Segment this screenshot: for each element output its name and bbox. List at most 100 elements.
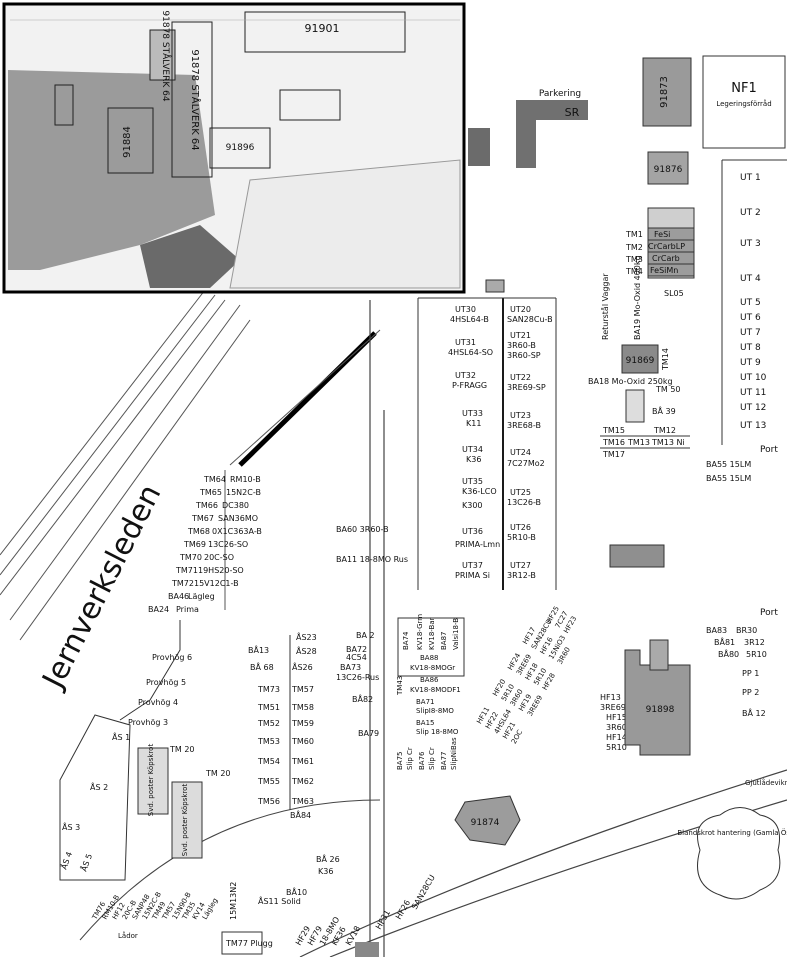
- ut34: UT34: [462, 445, 483, 454]
- ut26: UT26: [510, 523, 531, 532]
- ba12: BÅ 12: [742, 707, 766, 718]
- tm4: TM4: [625, 267, 643, 276]
- ut-5: UT 5: [740, 298, 761, 308]
- sl05: SL05: [664, 289, 684, 298]
- ba74-block: BA74 KV18-Grm KV18-Bar BA87 Valsi18-B BA…: [396, 614, 465, 736]
- alloy-crcarb: CrCarb: [652, 254, 680, 263]
- label-91869: 91869: [626, 356, 655, 366]
- k36: K36: [318, 867, 333, 876]
- label-nf1: NF1: [731, 81, 756, 96]
- ba68: BÅ 68: [250, 661, 274, 672]
- tm13-ni-a: TM13 Ni: [651, 438, 685, 447]
- ba86-val: KV18-8MODF1: [410, 686, 461, 694]
- ba77-val: SlipNiBas: [450, 737, 458, 770]
- port-label-1: Port: [760, 445, 778, 455]
- ut-2: UT 2: [740, 208, 761, 218]
- ba88-val: KV18-8MOGr: [410, 664, 455, 672]
- ba55-b: BA55 15LM: [706, 474, 751, 483]
- tm52: TM52: [257, 719, 280, 728]
- tm59: TM59: [291, 719, 314, 728]
- tm65-val: 15N2C-B: [226, 488, 261, 497]
- hf13: HF13: [600, 693, 621, 702]
- as26: ÅS26: [292, 661, 313, 672]
- tm43: TM43: [396, 676, 404, 696]
- tm69: TM69: [183, 540, 206, 549]
- ba2-block: BA 2 BA72 4C54 BA73 13C26-Rus BÅ82 BA79: [336, 631, 379, 738]
- hf15: HF15: [606, 713, 627, 722]
- tm67: TM67: [191, 514, 214, 523]
- ut-3: UT 3: [740, 239, 761, 249]
- ba10: BÅ10: [286, 886, 307, 897]
- ut35-val2: K300: [462, 501, 483, 510]
- ut20-val: SAN28Cu-B: [507, 315, 553, 324]
- tm51: TM51: [257, 703, 280, 712]
- 3r12: 3R12: [744, 638, 765, 647]
- ut-12: UT 12: [740, 403, 766, 413]
- tm68: TM68: [187, 527, 210, 536]
- ut31: UT31: [455, 338, 476, 347]
- ba55-a: BA55 15LM: [706, 460, 751, 469]
- ut35-val: K36-LCO: [462, 487, 497, 496]
- ba79: BA79: [358, 729, 379, 738]
- ba76: BA76: [418, 751, 426, 770]
- ut37-val: PRIMA Si: [455, 571, 490, 580]
- ut-column: UT 1 UT 2 UT 3 UT 4 UT 5 UT 6 UT 7 UT 8 …: [721, 159, 787, 618]
- ut35: UT35: [462, 477, 483, 486]
- tm70-val: 20C-SO: [204, 553, 234, 562]
- ba75-val: Slip Cr: [406, 747, 414, 770]
- building-nf1: [702, 55, 786, 149]
- ut-6: UT 6: [740, 313, 761, 323]
- ut27: UT27: [510, 561, 531, 570]
- sa-poster-1: Svd. poster Köpskrot: [147, 744, 155, 817]
- tm66: TM66: [195, 501, 218, 510]
- br30: BR30: [736, 626, 757, 635]
- ut24: UT24: [510, 448, 531, 457]
- ut21-val2: 3R60-SP: [507, 351, 541, 360]
- tm17: TM17: [602, 450, 625, 459]
- ut34-val: K36: [466, 455, 481, 464]
- ut27-val: 3R12-B: [507, 571, 536, 580]
- tm73: TM73: [257, 685, 280, 694]
- building-91876: [647, 151, 689, 185]
- tm57: TM57: [291, 685, 314, 694]
- label-91874: 91874: [471, 818, 500, 828]
- ut25-val: 13C26-B: [507, 498, 541, 507]
- ba18-label: BA18 Mo-Oxid 250kg: [588, 377, 673, 386]
- tm50-label: TM 50: [655, 385, 681, 394]
- label-91876: 91876: [654, 165, 683, 175]
- ut-13: UT 13: [740, 421, 766, 431]
- ba70-val: KV18-Bar: [428, 617, 436, 650]
- pp2: PP 2: [742, 688, 759, 697]
- lador: Lådor: [118, 931, 138, 940]
- lower-buildings: 91898 91874: [454, 639, 691, 846]
- ba46-val: Lägleg: [188, 592, 215, 601]
- ba74: BA74: [402, 631, 410, 650]
- tm-alloy-block: TM1 TM2 TM3 TM4 FeSi CrCarbLP CrCarb FeS…: [625, 207, 695, 298]
- ba77: BA77: [440, 752, 448, 771]
- tm12: TM12: [653, 426, 676, 435]
- tm68-val: 0X1C363A-B: [212, 527, 262, 536]
- ut-4: UT 4: [740, 274, 761, 284]
- ut23: UT23: [510, 411, 531, 420]
- ba19-label: BA19 Mo-Oxid 400kg: [633, 255, 642, 340]
- ut26-val: 5R10-B: [507, 533, 536, 542]
- ut21: UT21: [510, 331, 531, 340]
- ba15-val: Slip 18-8MO: [416, 728, 459, 736]
- inset-building-91884: 91878 STÅLVERK 64: [160, 10, 172, 101]
- tm20-b: TM 20: [205, 769, 231, 778]
- ut36-val: PRIMA-Lmn: [455, 540, 500, 549]
- ut36: UT36: [462, 527, 483, 536]
- tm72-val: 15V12C1-B: [194, 579, 239, 588]
- sa-poster-2: Svd. poster Köpskrot: [181, 784, 189, 857]
- ba76-val: Slip Cr: [428, 747, 436, 770]
- ba15: BA15: [416, 719, 435, 727]
- tm2: TM2: [625, 243, 643, 252]
- tm70: TM70: [179, 553, 202, 562]
- ba87: BA87: [440, 632, 448, 651]
- inset-building-91896: 91896: [226, 143, 255, 153]
- tm60: TM60: [291, 737, 314, 746]
- label-sr: SR: [565, 106, 580, 119]
- hf13-val: 3RE69: [600, 703, 626, 712]
- ut25: UT25: [510, 488, 531, 497]
